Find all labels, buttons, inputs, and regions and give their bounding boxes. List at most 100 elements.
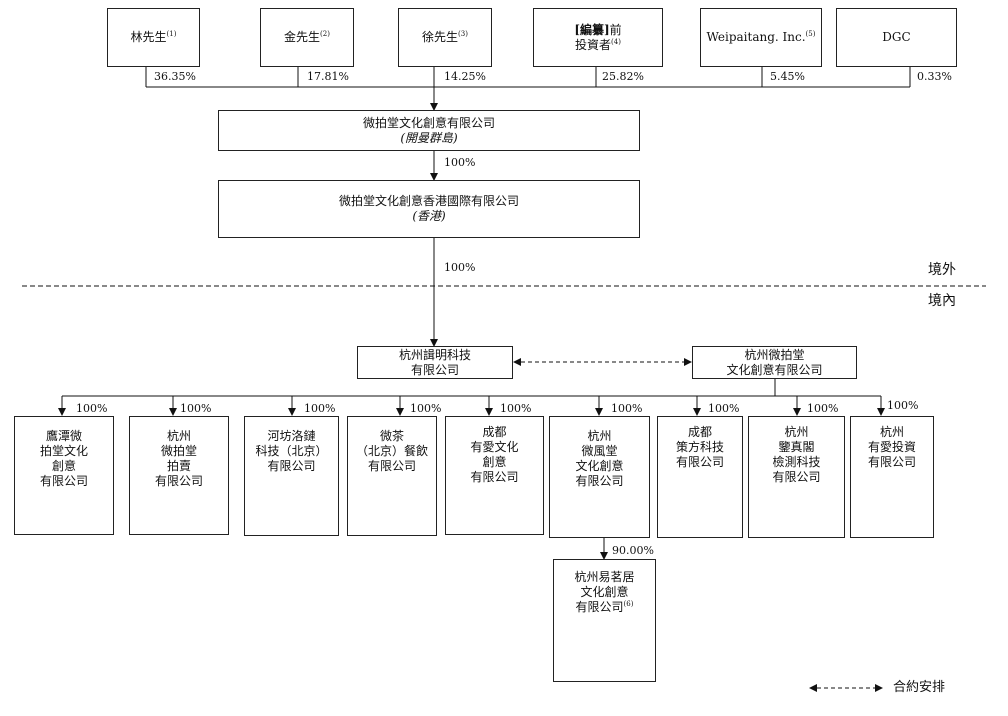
name-line: 檢測科技 xyxy=(772,455,821,469)
footnote-marker: (6) xyxy=(623,600,634,608)
company-name-line2: 文化創意有限公司 xyxy=(726,362,823,377)
name-line: 有限公司 xyxy=(575,600,624,614)
shareholding-pct: 36.35% xyxy=(154,70,196,83)
shareholder-mr-xu-box: 徐先生(3) xyxy=(398,8,492,67)
name-line: 杭州易茗居 xyxy=(574,570,635,584)
shareholder-mr-lin-box: 林先生(1) xyxy=(107,8,200,67)
shareholder-name: 金先生 xyxy=(284,30,321,44)
footnote-marker: (1) xyxy=(166,30,177,38)
company-name: 微拍堂文化創意香港國際有限公司 xyxy=(338,194,519,208)
legend-contractual-arrangements: 合約安排 xyxy=(893,680,946,695)
name-line: 有限公司 xyxy=(575,474,624,488)
redacted-label: [編纂] xyxy=(574,22,610,37)
ownership-pct: 90.00% xyxy=(612,544,654,557)
footnote-marker: (4) xyxy=(611,37,621,46)
shareholder-name-line2: 投資者 xyxy=(575,37,612,52)
shareholder-name: 林先生 xyxy=(130,30,167,44)
shareholder-weipaitang-inc-box: Weipaitang. Inc.(5) xyxy=(700,8,822,67)
jurisdiction-label: (香港) xyxy=(412,209,446,223)
name-line: 文化創意 xyxy=(580,585,629,599)
ownership-pct: 100% xyxy=(76,402,108,415)
sub-subsidiary-box: 杭州易茗居 文化創意 有限公司(6) xyxy=(553,559,656,682)
shareholder-name: DGC xyxy=(882,30,911,44)
shareholding-pct: 0.33% xyxy=(917,70,952,83)
footnote-marker: (3) xyxy=(458,30,468,38)
name-line: 有愛文化 xyxy=(470,440,519,454)
ownership-pct: 100% xyxy=(180,402,212,415)
name-line: 鑒真閣 xyxy=(778,440,815,454)
name-line: 拍堂文化 xyxy=(39,444,88,458)
name-line: 杭州 xyxy=(587,429,612,443)
name-line: 杭州 xyxy=(879,425,904,439)
name-line: 有限公司 xyxy=(867,455,916,469)
subsidiary-box: 河坊洛鏈 科技（北京） 有限公司 xyxy=(244,416,339,536)
company-name-line2: 有限公司 xyxy=(410,362,459,377)
ownership-pct: 100% xyxy=(500,402,532,415)
name-line: 杭州 xyxy=(784,425,809,439)
ownership-pct: 100% xyxy=(887,399,919,412)
shareholder-name: 徐先生 xyxy=(422,30,459,44)
name-line: 成都 xyxy=(482,425,507,439)
ownership-pct: 100% xyxy=(611,402,643,415)
name-line: 河坊洛鏈 xyxy=(267,429,316,443)
subsidiary-box: 成都 有愛文化 創意 有限公司 xyxy=(445,416,544,535)
subsidiary-box: 成都 策方科技 有限公司 xyxy=(657,416,743,538)
shareholding-pct: 17.81% xyxy=(307,70,349,83)
hk-company-box: 微拍堂文化創意香港國際有限公司 (香港) xyxy=(218,180,640,238)
name-line: 有限公司 xyxy=(267,459,316,473)
ownership-pct: 100% xyxy=(807,402,839,415)
name-line: 有限公司 xyxy=(470,470,519,484)
name-line: 有限公司 xyxy=(772,470,821,484)
wfoe-box: 杭州諿明科技 有限公司 xyxy=(357,346,513,379)
name-line: 微風堂 xyxy=(581,444,618,458)
name-line: 鷹潭微 xyxy=(45,429,82,443)
subsidiary-box: 鷹潭微 拍堂文化 創意 有限公司 xyxy=(14,416,114,535)
subsidiary-box: 杭州 有愛投資 有限公司 xyxy=(850,416,934,538)
name-line: 有限公司 xyxy=(367,459,416,473)
shareholder-dgc-box: DGC xyxy=(836,8,957,67)
footnote-marker: (5) xyxy=(805,30,816,38)
name-line: 成都 xyxy=(687,425,712,439)
subsidiary-box: 杭州 微風堂 文化創意 有限公司 xyxy=(549,416,650,538)
onshore-label: 境內 xyxy=(928,293,956,309)
subsidiary-box: 杭州 微拍堂 拍賣 有限公司 xyxy=(129,416,229,535)
shareholding-pct: 5.45% xyxy=(770,70,805,83)
ownership-pct: 100% xyxy=(444,156,476,169)
shareholder-name: 前 xyxy=(609,22,622,37)
cayman-company-box: 微拍堂文化創意有限公司 (開曼群島) xyxy=(218,110,640,151)
shareholder-pre-ipo-investors-box: [編纂]前 投資者(4) xyxy=(533,8,663,67)
name-line: 微茶 xyxy=(379,429,404,443)
shareholding-pct: 14.25% xyxy=(444,70,486,83)
name-line: 有限公司 xyxy=(154,474,203,488)
company-name-line1: 杭州諿明科技 xyxy=(398,347,471,362)
subsidiary-box: 杭州 鑒真閣 檢測科技 有限公司 xyxy=(748,416,845,538)
name-line: 文化創意 xyxy=(575,459,624,473)
shareholder-name: Weipaitang. Inc. xyxy=(706,30,806,44)
shareholder-mr-jin-box: 金先生(2) xyxy=(260,8,354,67)
shareholding-pct: 25.82% xyxy=(602,70,644,83)
offshore-label: 境外 xyxy=(928,262,956,278)
footnote-marker: (2) xyxy=(320,30,330,38)
ownership-pct: 100% xyxy=(708,402,740,415)
name-line: 有限公司 xyxy=(39,474,88,488)
name-line: 創意 xyxy=(51,459,76,473)
subsidiary-box: 微茶 （北京）餐飲 有限公司 xyxy=(347,416,437,536)
name-line: 有愛投資 xyxy=(867,440,916,454)
name-line: 有限公司 xyxy=(675,455,724,469)
jurisdiction-label: (開曼群島) xyxy=(400,130,458,145)
name-line: 杭州 xyxy=(166,429,191,443)
name-line: （北京）餐飲 xyxy=(355,444,428,458)
ownership-pct: 100% xyxy=(410,402,442,415)
ownership-pct: 100% xyxy=(304,402,336,415)
company-name-line1: 杭州微拍堂 xyxy=(744,347,805,362)
name-line: 策方科技 xyxy=(675,440,724,454)
ownership-pct: 100% xyxy=(444,261,476,274)
opco-box: 杭州微拍堂 文化創意有限公司 xyxy=(692,346,857,379)
name-line: 微拍堂 xyxy=(160,444,197,458)
name-line: 創意 xyxy=(482,455,507,469)
name-line: 拍賣 xyxy=(166,459,191,473)
company-name: 微拍堂文化創意有限公司 xyxy=(362,115,495,130)
name-line: 科技（北京） xyxy=(255,444,328,458)
